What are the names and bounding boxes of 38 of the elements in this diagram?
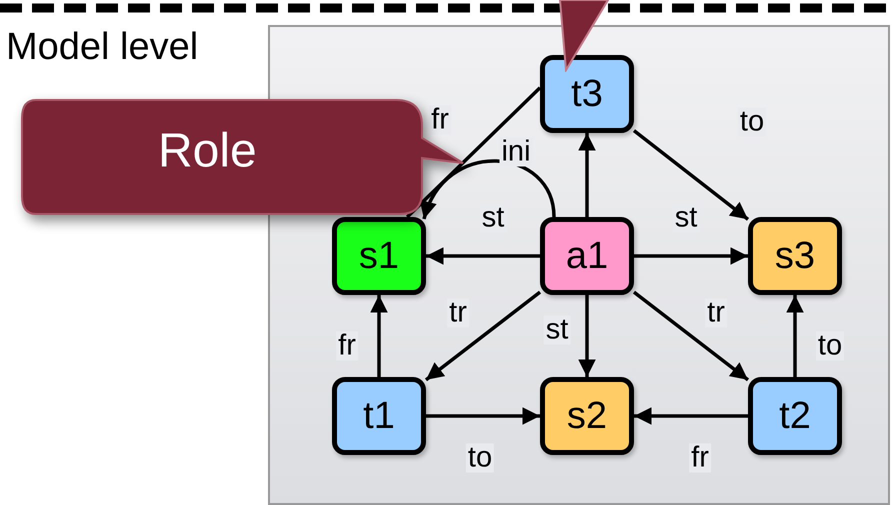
arrow xyxy=(426,247,540,265)
arrow xyxy=(634,247,748,265)
callout-text: Role xyxy=(158,124,257,178)
edge-label: ini xyxy=(500,138,532,166)
node-label: s3 xyxy=(774,234,816,278)
node-label: s2 xyxy=(566,394,608,438)
arrow xyxy=(370,295,388,377)
edge-label: tr xyxy=(447,298,469,328)
node-box xyxy=(332,217,426,295)
arrow xyxy=(632,129,750,221)
node-box xyxy=(540,217,634,295)
arrow xyxy=(786,295,804,377)
node-label: a1 xyxy=(566,234,608,278)
node-label: t2 xyxy=(779,394,811,438)
edge-label: fr xyxy=(336,332,358,360)
node-box xyxy=(540,55,634,133)
node-box xyxy=(748,377,842,455)
node-box xyxy=(748,217,842,295)
arrow xyxy=(578,133,596,217)
edge-label: to xyxy=(816,332,844,360)
edge-label: fr xyxy=(689,444,711,472)
arrow xyxy=(426,407,540,425)
arrow xyxy=(634,407,748,425)
arrow xyxy=(632,290,750,382)
edge-label: tr xyxy=(705,298,727,328)
node-label: s1 xyxy=(358,234,400,278)
edge-label: to xyxy=(466,444,494,472)
arrow xyxy=(422,159,556,220)
arrow xyxy=(424,290,542,382)
arrow xyxy=(578,295,596,377)
edge-label: fr xyxy=(429,106,451,134)
edge-label: st xyxy=(544,316,570,344)
node-label: t3 xyxy=(571,72,603,116)
node-box xyxy=(540,377,634,455)
node-box xyxy=(332,377,426,455)
panel-heading: Model level xyxy=(6,26,198,69)
edge-label: to xyxy=(738,108,766,136)
node-label: t1 xyxy=(363,394,395,438)
